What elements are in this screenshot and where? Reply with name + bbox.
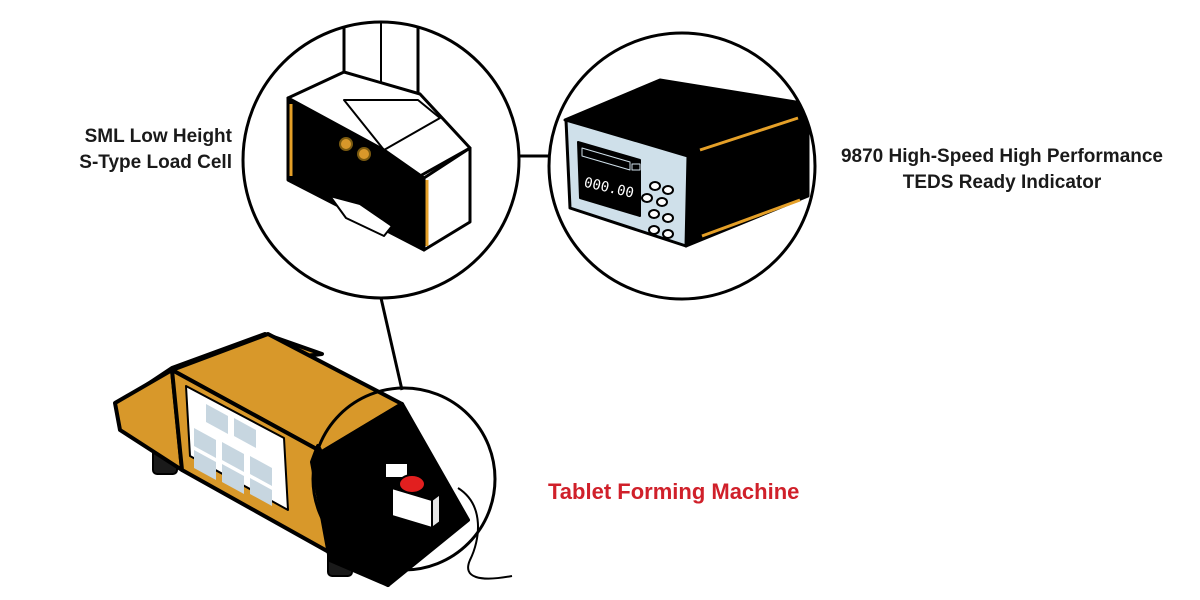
load-cell-label: SML Low Height S-Type Load Cell [40,124,232,176]
indicator-callout: 000.00 [547,31,817,301]
load-cell-callout [241,20,521,300]
load-cell-label-line1: SML Low Height [84,126,232,147]
connector-loadcell-machine [379,297,404,391]
indicator-label-line1: 9870 High-Speed High Performance [840,146,1164,167]
machine-label: Tablet Forming Machine [548,479,800,504]
tablet-press-machine-icon [113,332,513,587]
load-cell-bolt-1 [339,137,353,151]
indicator-buttons [641,181,674,239]
machine-power-cord [457,487,513,580]
indicator-label-line2: TEDS Ready Indicator [902,172,1102,193]
load-cell-bolt-2 [357,147,371,161]
machine-switch-side [431,493,441,529]
machine-window-panes [194,404,272,506]
machine-red-button [398,474,426,494]
s-type-load-cell-icon [286,22,472,252]
digital-indicator-icon [563,78,810,248]
connector-lines [379,154,552,391]
machine-zoom-circle [311,386,497,572]
load-cell-label-line2: S-Type Load Cell [79,152,232,173]
machine-control-panel-front [310,444,390,587]
indicator-label: 9870 High-Speed High Performance TEDS Re… [824,144,1180,196]
